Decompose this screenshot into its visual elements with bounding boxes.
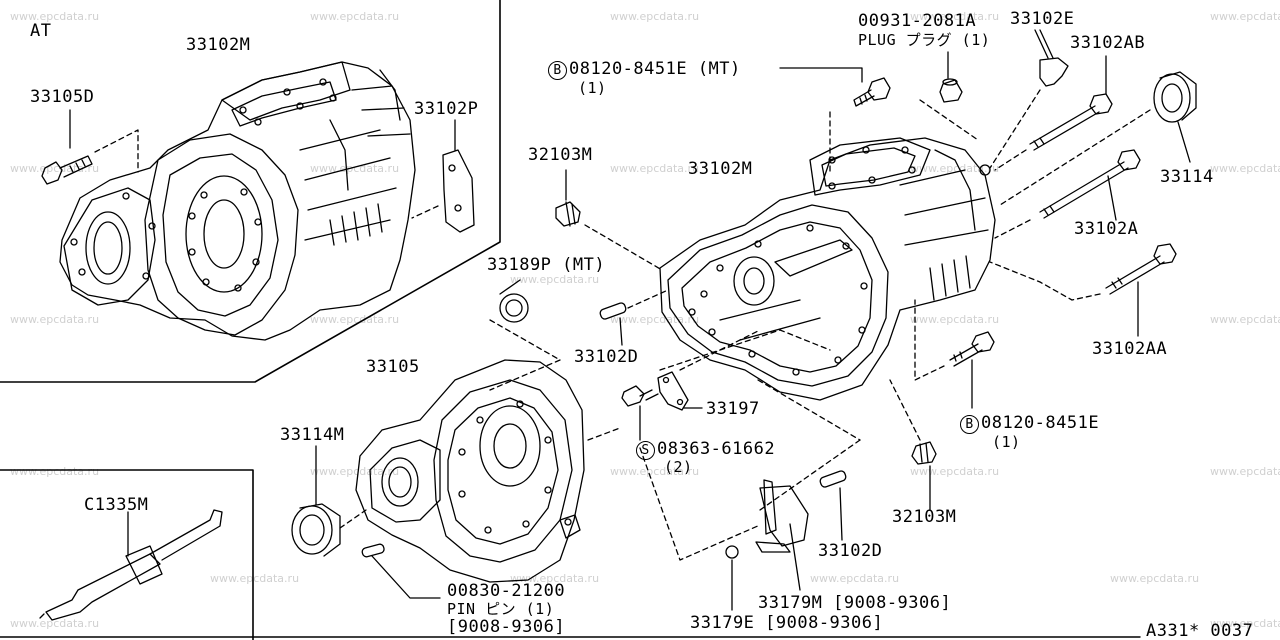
- label-33189p: 33189P (MT): [487, 255, 606, 275]
- label-33105d: 33105D: [30, 87, 95, 107]
- bolt-33102ab: [994, 55, 1113, 171]
- watermark: www.epcdata.ru: [610, 10, 700, 23]
- watermark: www.epcdata.ru: [510, 273, 600, 286]
- watermark: www.epcdata.ru: [310, 162, 400, 175]
- watermark: www.epcdata.ru: [610, 162, 700, 175]
- label-screw-08363-qty: (2): [664, 458, 693, 476]
- watermark: www.epcdata.ru: [1210, 617, 1280, 630]
- bolt-33105d: [41, 109, 139, 185]
- label-32103m-bottom: 32103M: [892, 507, 957, 527]
- bolt-08120-top: [779, 67, 891, 173]
- mt-transmission-case: [659, 137, 996, 401]
- plug-32103m-bottom: [889, 379, 937, 511]
- label-33105: 33105: [366, 357, 420, 377]
- dowel-33102d-left: [599, 289, 669, 346]
- section-label-at: AT: [30, 21, 52, 41]
- label-33102m-at: 33102M: [186, 35, 251, 55]
- watermark: www.epcdata.ru: [310, 10, 400, 23]
- bolt-top-number: 08120-8451E (MT): [569, 59, 741, 79]
- leader-dashed: [639, 447, 761, 561]
- watermark: www.epcdata.ru: [10, 10, 100, 23]
- label-bolt-08120-bottom-qty: (1): [992, 433, 1021, 451]
- watermark: www.epcdata.ru: [610, 465, 700, 478]
- watermark: www.epcdata.ru: [1210, 465, 1280, 478]
- at-inset-frame: [0, 0, 501, 383]
- seal-33114: [999, 71, 1197, 206]
- at-transmission-case: [59, 61, 416, 341]
- footer-diagram-code: A331* 0037: [1146, 621, 1254, 640]
- label-33114: 33114: [1160, 167, 1214, 187]
- pin-00830: [361, 427, 621, 599]
- screw-circle-s-icon: S: [636, 441, 655, 460]
- watermark: www.epcdata.ru: [10, 465, 100, 478]
- bracket-33179m: [725, 479, 809, 611]
- sealant-tube-c1335m: [39, 509, 223, 621]
- label-33102a: 33102A: [1074, 219, 1139, 239]
- label-33102ab: 33102AB: [1070, 33, 1146, 53]
- label-c1335m: C1335M: [84, 495, 149, 515]
- watermark: www.epcdata.ru: [310, 465, 400, 478]
- watermark: www.epcdata.ru: [910, 465, 1000, 478]
- label-33102e: 33102E: [1010, 9, 1075, 29]
- bolt-circle-b-icon: B: [548, 61, 567, 80]
- label-33102d-right: 33102D: [818, 541, 883, 561]
- bolt-33102aa: [989, 243, 1177, 337]
- watermark: www.epcdata.ru: [810, 572, 900, 585]
- watermark: www.epcdata.ru: [1210, 162, 1280, 175]
- seal-33189p: [489, 279, 561, 391]
- screw-number: 08363-61662: [657, 439, 776, 459]
- watermark: www.epcdata.ru: [1210, 313, 1280, 326]
- plate-33102p: [411, 119, 475, 233]
- bolt-circle-b-icon: B: [960, 415, 979, 434]
- label-33102aa: 33102AA: [1092, 339, 1168, 359]
- label-33102m-mt: 33102M: [688, 159, 753, 179]
- screw-08363: [621, 385, 659, 441]
- watermark: www.epcdata.ru: [1110, 572, 1200, 585]
- rear-case-33105: [355, 359, 585, 583]
- label-33102p: 33102P: [414, 99, 479, 119]
- bolt-08120-bottom: [914, 299, 995, 409]
- label-33179m: 33179M [9008-9306]: [758, 593, 952, 613]
- watermark: www.epcdata.ru: [910, 10, 1000, 23]
- label-32103m-top: 32103M: [528, 145, 593, 165]
- watermark: www.epcdata.ru: [10, 617, 100, 630]
- sealant-inset-frame: [0, 469, 254, 640]
- plug-00931: [919, 51, 979, 141]
- label-plug-00931-number: 00931-2081A: [858, 11, 977, 31]
- watermark: www.epcdata.ru: [1210, 10, 1280, 23]
- label-plug-00931-name: PLUG プラグ (1): [858, 31, 991, 49]
- breather-33102e: [989, 29, 1069, 169]
- label-33102d-left: 33102D: [574, 347, 639, 367]
- bolt-bottom-number: 08120-8451E: [981, 413, 1100, 433]
- label-33114m: 33114M: [280, 425, 345, 445]
- watermark: www.epcdata.ru: [910, 313, 1000, 326]
- label-bolt-08120-top-qty: (1): [578, 79, 607, 97]
- seal-33114m: [291, 445, 367, 557]
- label-33197: 33197: [706, 399, 760, 419]
- watermark: www.epcdata.ru: [610, 313, 700, 326]
- leader-dashed: [659, 329, 831, 371]
- watermark: www.epcdata.ru: [510, 572, 600, 585]
- dowel-33102d-right: [757, 379, 861, 541]
- bolt-33102a: [994, 149, 1141, 239]
- watermark: www.epcdata.ru: [210, 572, 300, 585]
- label-00830-date: [9008-9306]: [447, 617, 566, 637]
- label-00830-number: 00830-21200: [447, 581, 566, 601]
- label-33179e: 33179E [9008-9306]: [690, 613, 884, 633]
- plug-32103m-top: [555, 169, 663, 271]
- label-00830-name: PIN ピン (1): [447, 600, 555, 618]
- watermark: www.epcdata.ru: [10, 313, 100, 326]
- watermark: www.epcdata.ru: [310, 313, 400, 326]
